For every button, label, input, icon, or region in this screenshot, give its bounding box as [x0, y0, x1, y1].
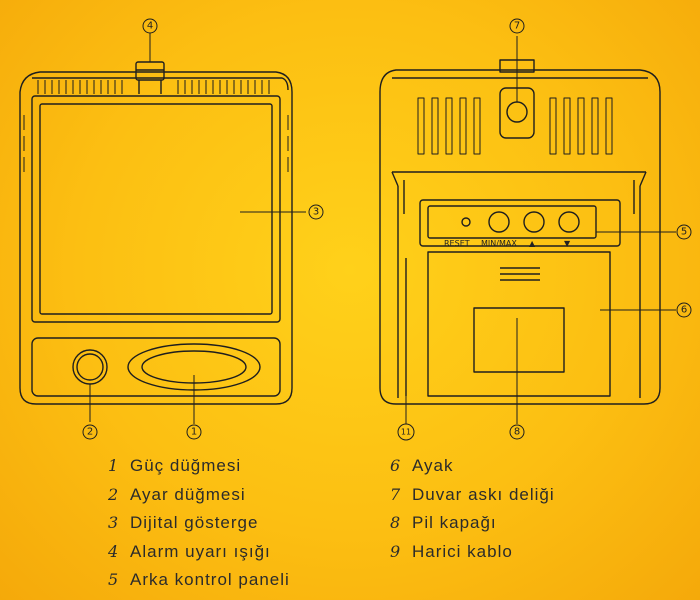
callout-circle-6 [676, 302, 692, 318]
reset-label: RESET [444, 239, 470, 248]
legend-number: 4 [108, 541, 120, 561]
back-view [379, 59, 661, 405]
up-arrow-label: ▲ [529, 239, 536, 248]
legend-item: 9 Harici kablo [390, 538, 555, 567]
legend-item: 3 Dijital gösterge [108, 509, 290, 538]
legend-item: 1 Güç düğmesi [108, 452, 290, 481]
stand [391, 171, 647, 398]
legend-item: 7 Duvar askı deliği [390, 481, 555, 510]
legend-item: 8 Pil kapağı [390, 509, 555, 538]
callout-circle-3 [308, 204, 324, 220]
callout-circle-5 [676, 224, 692, 240]
legend-number: 2 [108, 484, 120, 504]
callout-4: 4 [147, 21, 153, 32]
legend-item: 2 Ayar düğmesi [108, 481, 290, 510]
legend-label: Arka kontrol paneli [130, 570, 290, 589]
legend-number: 7 [390, 484, 402, 504]
legend-number: 6 [390, 456, 402, 475]
legend-item: 6 Ayak [390, 452, 555, 481]
legend-label: Pil kapağı [412, 513, 497, 532]
legend-right: 6 Ayak 7 Duvar askı deliği 8 Pil kapağı 9 Ha… [390, 452, 555, 566]
battery-cover [427, 251, 611, 397]
callout-5: 5 [681, 227, 687, 238]
callout-circle-1 [186, 424, 202, 440]
legend-label: Duvar askı deliği [412, 484, 555, 504]
callout-circle-4 [142, 18, 158, 34]
legend-label: Güç düğmesi [130, 456, 242, 475]
front-view [19, 61, 293, 405]
legend-number: 5 [108, 570, 120, 589]
callout-leaders [89, 33, 676, 424]
setting-button [72, 349, 108, 385]
callout-7: 7 [514, 21, 520, 32]
callout-circle-7 [509, 18, 525, 34]
callout-6: 6 [681, 305, 687, 316]
callout-2: 2 [87, 427, 93, 438]
legend-label: Ayak [412, 456, 454, 475]
legend-item: 5 Arka kontrol paneli [108, 566, 290, 595]
legend-left: 1 Güç düğmesi 2 Ayar düğmesi 3 Dijital göst… [108, 452, 290, 595]
callout-circle-2 [82, 424, 98, 440]
down-arrow-label: ▼ [564, 239, 571, 248]
minmax-label: MIN/MAX [481, 239, 517, 248]
callout-8: 8 [514, 427, 520, 438]
digital-display [39, 103, 273, 315]
callout-circle-8 [509, 424, 525, 440]
legend-label: Dijital gösterge [130, 513, 259, 532]
callout-3: 3 [313, 207, 319, 218]
legend-item: 4 Alarm uyarı ışığı [108, 538, 290, 567]
legend-number: 1 [108, 456, 120, 475]
rear-control-panel [419, 199, 621, 247]
legend-label: Alarm uyarı ışığı [130, 541, 271, 561]
callout-11: 11 [401, 428, 411, 437]
legend-number: 9 [390, 541, 402, 561]
legend-number: 3 [108, 513, 120, 532]
legend-number: 8 [390, 513, 402, 532]
callout-1: 1 [191, 427, 197, 438]
alarm-light [135, 61, 165, 94]
legend-label: Ayar düğmesi [130, 484, 246, 504]
callout-circle-11 [397, 423, 415, 441]
legend-label: Harici kablo [412, 541, 513, 561]
